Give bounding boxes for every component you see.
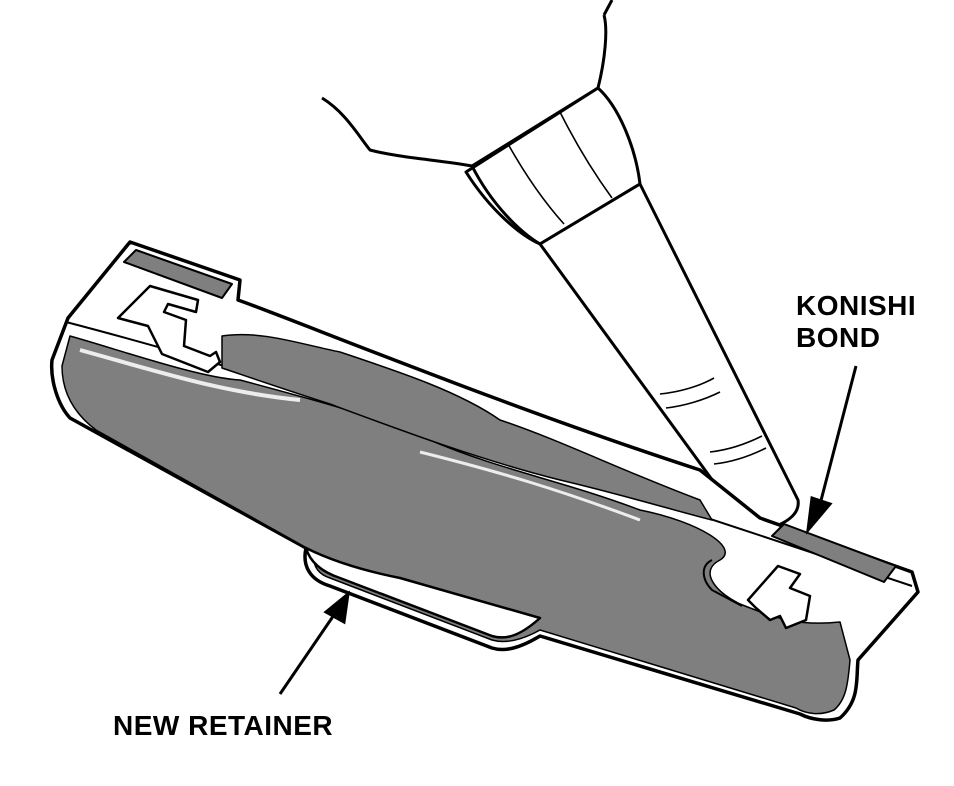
adhesive-label-line1: KONISHI <box>796 290 917 321</box>
channel-highlight <box>79 348 301 402</box>
adhesive-label: KONISHI BOND <box>796 290 916 354</box>
retainer-label: NEW RETAINER <box>113 710 334 741</box>
retainer-leader-line <box>278 611 338 695</box>
tube-collar-rim <box>470 165 541 246</box>
adhesive-bead-upper <box>221 333 713 521</box>
adhesive-label-line2: BOND <box>796 322 881 353</box>
retainer-arrowhead <box>323 590 351 625</box>
leader-arrows <box>278 365 858 695</box>
nozzle-band-3 <box>709 435 763 453</box>
retainer <box>49 240 920 722</box>
nozzle-band-4 <box>713 447 767 465</box>
konishi-arrowhead <box>805 495 833 535</box>
konishi-leader-line <box>816 365 858 513</box>
tube-collar-rib-2 <box>559 111 613 199</box>
right-clip-slot <box>702 559 743 607</box>
tube-body-edge <box>602 0 614 16</box>
retainer-bottom-tab <box>304 546 542 639</box>
left-clip-pad <box>123 249 233 299</box>
tube-body <box>321 14 608 168</box>
nozzle-band-2 <box>665 391 721 409</box>
left-clip <box>116 284 222 374</box>
nozzle-band-1 <box>659 377 715 395</box>
right-clip <box>746 564 812 630</box>
channel-highlight-2 <box>419 450 641 522</box>
right-clip-pad <box>771 523 897 583</box>
tube-collar-rib-1 <box>507 143 565 225</box>
